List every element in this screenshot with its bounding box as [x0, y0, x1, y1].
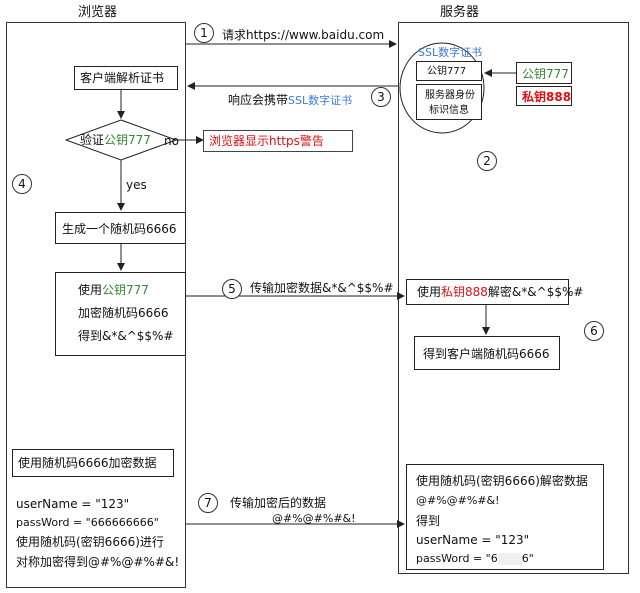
decrypt-use: 使用	[417, 285, 442, 299]
server-password: passWord = "6 6"	[416, 552, 534, 566]
server-got: 得到	[416, 514, 441, 528]
gen-random-box: 生成一个随机码6666	[55, 212, 186, 244]
private-key-text: 私钥888	[522, 90, 572, 104]
browser-column-header: 浏览器	[78, 5, 118, 20]
verify-public-key: 公钥777	[104, 133, 151, 147]
request-label: 请求https://www.baidu.com	[222, 28, 385, 42]
server-password-tail: 6"	[521, 552, 534, 565]
got-random-text: 得到客户端随机码6666	[423, 347, 550, 361]
warning-box: 浏览器显示https警告	[203, 130, 353, 152]
parse-cert-text: 客户端解析证书	[80, 71, 165, 85]
decrypt-data-text: 使用随机码(密钥6666)解密数据	[416, 474, 588, 488]
transfer-encrypted-label: 传输加密后的数据	[230, 496, 327, 510]
encrypt-box: 使用公钥777 加密随机码6666 得到&*&^$$%#	[55, 272, 186, 356]
encrypt-line3: 得到&*&^$$%#	[78, 329, 174, 343]
server-column-header: 服务器	[440, 5, 480, 20]
public-key-text: 公钥777	[522, 67, 569, 81]
cert-pubkey-text: 公钥777	[427, 66, 467, 77]
cert-identity-2: 标识信息	[429, 105, 469, 116]
decrypt-text: 使用私钥888解密&*&^$$%#	[417, 285, 583, 299]
step-2-circle: 2	[477, 151, 497, 171]
browser-password: passWord = "666666666"	[16, 516, 159, 529]
decrypt-data-box: 使用随机码(密钥6666)解密数据 @#%@#%#&! 得到 userName …	[406, 464, 604, 570]
server-username: userName = "123"	[416, 533, 530, 547]
encrypt-line1: 使用公钥777	[78, 283, 149, 297]
server-cipher: @#%@#%#&!	[416, 494, 500, 507]
step-7-circle: 7	[198, 493, 218, 513]
step-1-circle: 1	[194, 23, 214, 43]
ssl-cert-title: SSL数字证书	[418, 46, 483, 59]
gen-random-text: 生成一个随机码6666	[62, 222, 177, 236]
sym-line3: 使用随机码(密钥6666)进行	[16, 535, 164, 549]
public-key-box: 公钥777	[516, 62, 572, 84]
server-password-head: passWord = "6	[416, 552, 498, 565]
sym-encrypt-box: 使用随机码6666加密数据	[12, 449, 174, 477]
sym-encrypt-text: 使用随机码6666加密数据	[18, 456, 157, 470]
cert-pubkey-box: 公钥777	[416, 61, 482, 81]
got-random-box: 得到客户端随机码6666	[414, 336, 560, 370]
cert-identity-box: 服务器身份 标识信息	[416, 84, 482, 120]
encrypted-transfer-label: 传输加密数据&*&^$$%#	[250, 281, 394, 295]
encrypt-key: 公钥777	[102, 283, 149, 297]
step-3-circle: 3	[371, 87, 391, 107]
decrypt-box: 使用私钥888解密&*&^$$%#	[406, 279, 583, 305]
cert-identity-1: 服务器身份	[425, 90, 475, 101]
private-key-box: 私钥888	[516, 86, 572, 106]
response-cert: SSL数字证书	[288, 94, 353, 107]
transfer-cipher-label: @#%@#%#&!	[272, 512, 356, 525]
parse-cert-box: 客户端解析证书	[74, 66, 178, 90]
verify-prefix: 验证	[80, 133, 105, 147]
response-label: 响应会携带SSL数字证书	[228, 93, 352, 108]
decrypt-suffix: 解密&*&^$$%#	[487, 285, 584, 299]
watermark-smudge	[497, 553, 522, 565]
response-prefix: 响应会携带	[228, 93, 289, 107]
encrypt-line2: 加密随机码6666	[78, 306, 169, 320]
decrypt-key: 私钥888	[441, 285, 488, 299]
no-label: no	[164, 134, 179, 148]
yes-label: yes	[126, 178, 147, 192]
step-6-circle: 6	[584, 321, 604, 341]
sym-line4: 对称加密得到@#%@#%#&!	[16, 555, 180, 569]
verify-text: 验证公钥777	[80, 133, 151, 147]
encrypt-use: 使用	[78, 283, 103, 297]
warning-text: 浏览器显示https警告	[209, 134, 324, 148]
step-4-circle: 4	[12, 174, 32, 194]
step-5-circle: 5	[222, 279, 242, 299]
browser-username: userName = "123"	[16, 497, 130, 511]
